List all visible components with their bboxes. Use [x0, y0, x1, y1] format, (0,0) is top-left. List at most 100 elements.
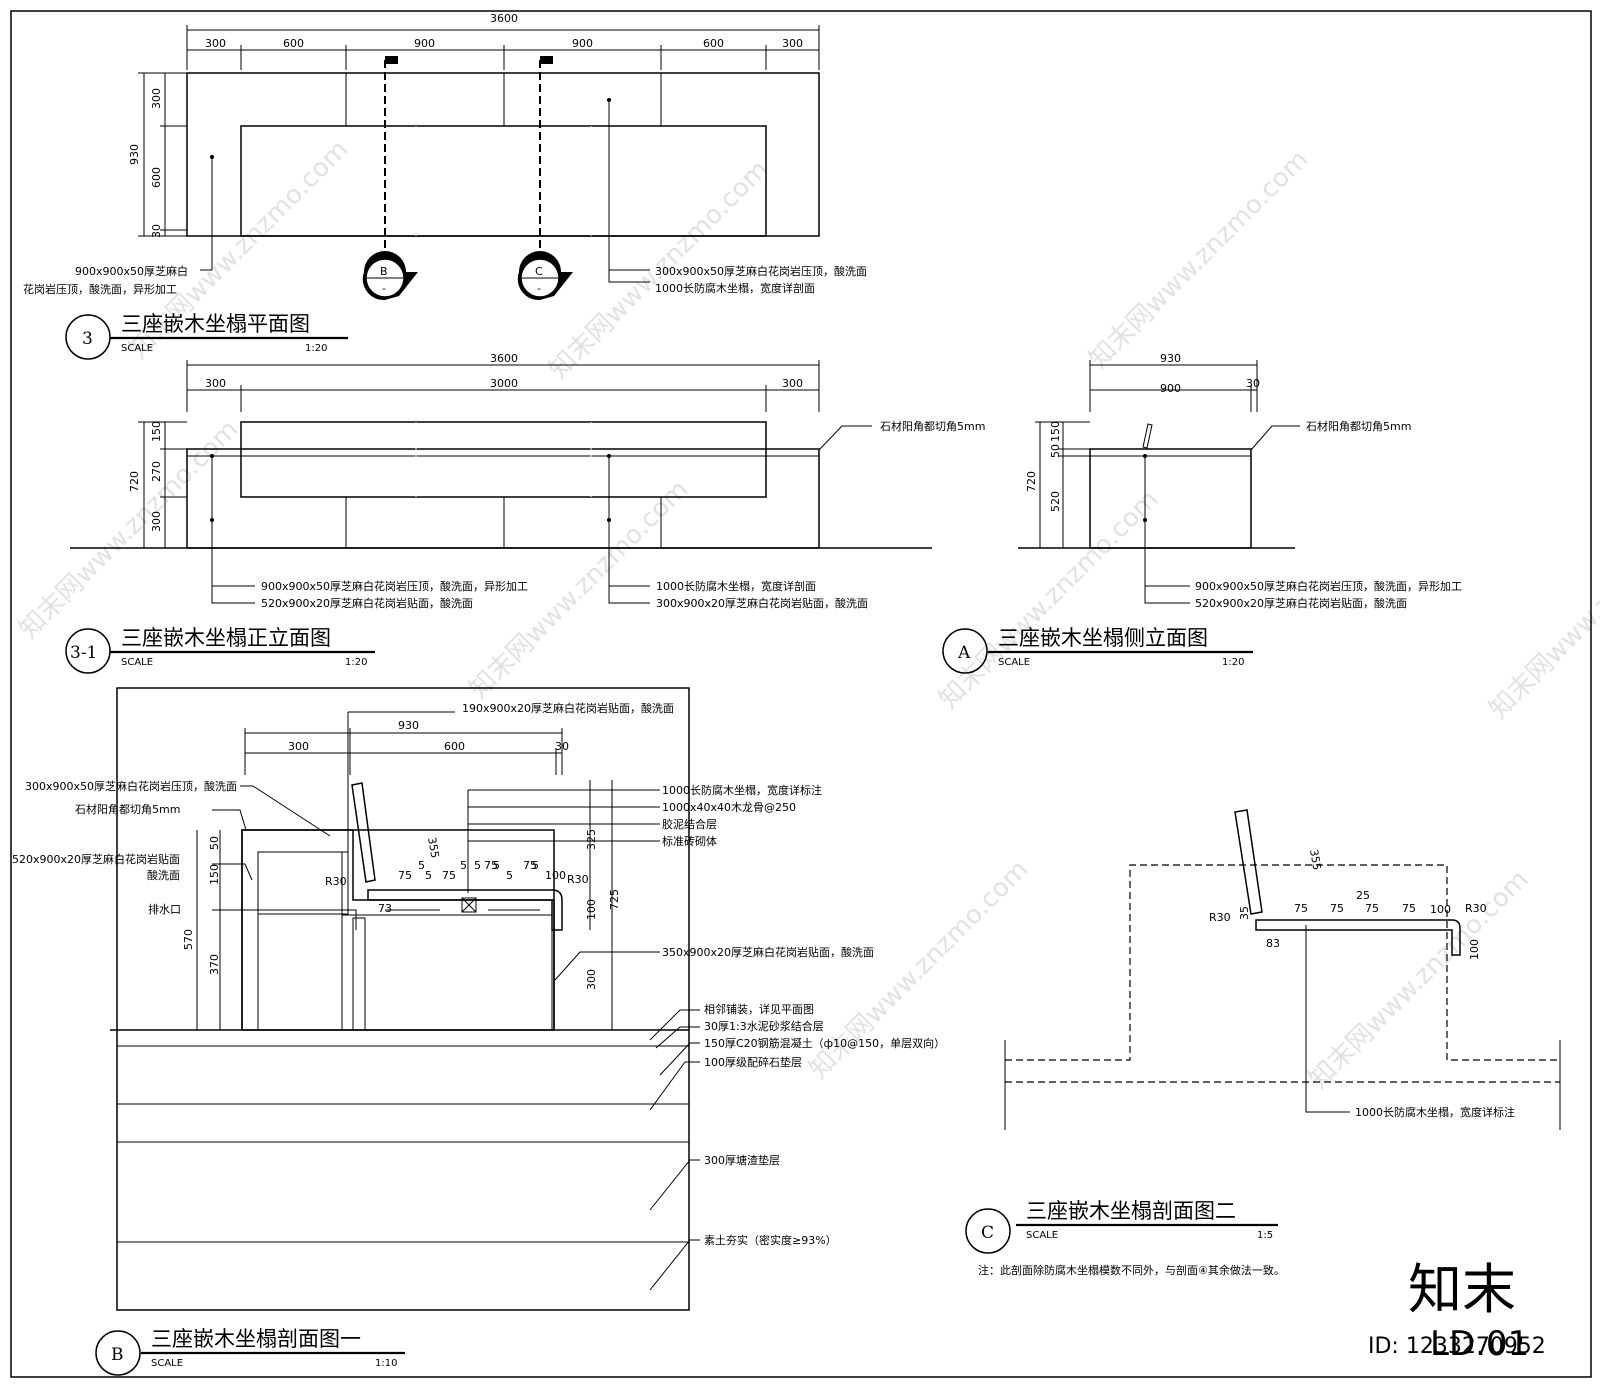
- dim-73: 73: [378, 902, 392, 915]
- side-scale: 1:20: [1222, 657, 1244, 668]
- cut-label-b: B: [380, 265, 388, 278]
- dim-150: 150: [1049, 421, 1062, 442]
- plan-view: 3600 300 600 900 900 600 300 930 300 600…: [23, 12, 867, 360]
- dim-100: 100: [1468, 939, 1481, 960]
- layer-gravel: [116, 1045, 690, 1105]
- plan-scale: 1:20: [305, 343, 327, 354]
- sec1-right-note-5: 相邻铺装，详见平面图: [704, 1002, 814, 1016]
- side-note-1: 900x900x50厚芝麻白花岗岩压顶，酸洗面，异形加工: [1195, 579, 1462, 593]
- drain-pipe: [352, 917, 366, 1031]
- cut-marker-c: C -: [517, 251, 573, 301]
- front-wood-seat: [240, 421, 767, 498]
- sec1-left-note-0: 300x900x50厚芝麻白花岗岩压顶，酸洗面: [25, 779, 237, 793]
- sec1-right-note-9: 300厚塘渣垫层: [704, 1153, 780, 1167]
- dim-300: 300: [288, 740, 309, 753]
- sec2-scale: 1:5: [1257, 1230, 1273, 1241]
- dim-3000: 3000: [490, 377, 518, 390]
- watermark: 知末网www.znzmo.com: [934, 484, 1165, 715]
- layer-slag: [116, 1141, 690, 1243]
- sec1-right-note-1: 1000x40x40木龙骨@250: [662, 801, 796, 814]
- dim-270: 270: [150, 461, 163, 482]
- section-two: 355 R30 R30 83 100 100 35 75 75 75 75 25…: [965, 809, 1561, 1277]
- sec1-right-note-3: 标准砖砌体: [662, 834, 717, 848]
- slat-dim: 75: [523, 859, 537, 872]
- dim-300: 300: [585, 969, 598, 990]
- side-title: 三座嵌木坐榻侧立面图: [998, 626, 1208, 650]
- dim-50: 50: [1049, 444, 1062, 458]
- slat-dim: 75: [1330, 902, 1344, 915]
- slat-dim: 5: [460, 859, 467, 872]
- section-one: 930 300 600 30 190x900x20厚芝麻白花岗岩贴面，酸洗面 3…: [12, 687, 945, 1376]
- slat-dim: 5: [532, 859, 539, 872]
- dim-83: 83: [1266, 937, 1280, 950]
- dim-900: 900: [572, 37, 593, 50]
- front-note-l1: 900x900x50厚芝麻白花岗岩压顶，酸洗面，异形加工: [261, 579, 528, 593]
- dim-30: 30: [1246, 377, 1260, 390]
- dim-30: 30: [555, 740, 569, 753]
- slat-dim: 75: [398, 869, 412, 882]
- dim-600: 600: [150, 167, 163, 188]
- layer-soil: [116, 1241, 690, 1311]
- plan-note-right-1: 300x900x50厚芝麻白花岗岩压顶，酸洗面: [655, 264, 867, 278]
- dim-300: 300: [205, 377, 226, 390]
- front-note-l2: 520x900x20厚芝麻白花岗岩贴面，酸洗面: [261, 596, 473, 610]
- sec1-right-note-8: 100厚级配碎石垫层: [704, 1055, 802, 1069]
- scale-label: SCALE: [121, 657, 153, 668]
- watermark: 知末网www.znzmo.com: [1084, 144, 1315, 375]
- dim-300: 300: [150, 511, 163, 532]
- plan-note-right-2: 1000长防腐木坐榻，宽度详剖面: [655, 281, 815, 295]
- slat-dim: 75: [1294, 902, 1308, 915]
- sec1-left-note-1: 石材阳角都切角5mm: [75, 802, 180, 816]
- dim-300: 300: [205, 37, 226, 50]
- dim-720: 720: [1025, 471, 1038, 492]
- sec1-top-note: 190x900x20厚芝麻白花岗岩贴面，酸洗面: [462, 701, 674, 715]
- slat-dim: 75: [484, 859, 498, 872]
- dim-100: 100: [1430, 903, 1451, 916]
- front-elevation: 3600 300 3000 300 720 150 270 300 石材阳角都切…: [65, 352, 985, 674]
- dim-900: 900: [1160, 382, 1181, 395]
- drawing-number: LD.01: [1430, 1324, 1529, 1364]
- layer-crushed-stone: [116, 1103, 690, 1143]
- dim-35: 35: [1238, 906, 1251, 920]
- sec1-right-note-6: 30厚1:3水泥砂浆结合层: [704, 1019, 824, 1033]
- sec1-left-note-2: 520x900x20厚芝麻白花岗岩贴面: [12, 852, 180, 866]
- sec2-title: 三座嵌木坐榻剖面图二: [1026, 1199, 1236, 1223]
- sec1-right-note-4: 350x900x20厚芝麻白花岗岩贴面，酸洗面: [662, 945, 874, 959]
- sec1-right-note-10: 素土夯实（密实度≥93%）: [704, 1233, 837, 1247]
- sec1-scale: 1:10: [375, 1358, 397, 1369]
- scale-label: SCALE: [1026, 1230, 1058, 1241]
- backrest: [351, 782, 376, 883]
- cut-sheet-ref: -: [382, 282, 386, 295]
- dim-50: 50: [208, 836, 221, 850]
- side-chamfer-note: 石材阳角都切角5mm: [1306, 419, 1411, 433]
- dim-570: 570: [182, 929, 195, 950]
- sec2-footnote: 注：此剖面除防腐木坐榻模数不同外，与剖面④其余做法一致。: [978, 1263, 1285, 1277]
- dim-100: 100: [585, 899, 598, 920]
- slat-dim: 5: [493, 859, 500, 872]
- dim-600: 600: [703, 37, 724, 50]
- side-elevation: 930 900 30 720 50 150 520 石材阳角都切角5mm 900…: [942, 352, 1462, 674]
- dim-370: 370: [208, 954, 221, 975]
- slat-dim: 75: [1365, 902, 1379, 915]
- dim-150: 150: [208, 864, 221, 885]
- dim-r30: R30: [325, 875, 347, 888]
- sec2-note: 1000长防腐木坐榻，宽度详标注: [1355, 1105, 1515, 1119]
- dim-325: 325: [585, 829, 598, 850]
- dim-355: 355: [1307, 848, 1323, 871]
- front-title: 三座嵌木坐榻正立面图: [121, 626, 331, 650]
- dim-300: 300: [150, 88, 163, 109]
- plan-note-left-1: 900x900x50厚芝麻白: [75, 264, 188, 278]
- cut-label-c: C: [535, 265, 543, 278]
- slat-dim: 75: [442, 869, 456, 882]
- dim-3600: 3600: [490, 12, 518, 25]
- plan-note-left-2: 花岗岩压顶，酸洗面，异形加工: [23, 282, 177, 296]
- dim-600: 600: [444, 740, 465, 753]
- dim-3600: 3600: [490, 352, 518, 365]
- sec2-number: C: [981, 1223, 994, 1243]
- sec1-title: 三座嵌木坐榻剖面图一: [151, 1327, 361, 1351]
- dim-720: 720: [128, 471, 141, 492]
- front-note-r1: 1000长防腐木坐榻，宽度详剖面: [656, 579, 816, 593]
- dim-r30: R30: [1465, 902, 1487, 915]
- sec1-left-note-4: 排水口: [148, 902, 181, 916]
